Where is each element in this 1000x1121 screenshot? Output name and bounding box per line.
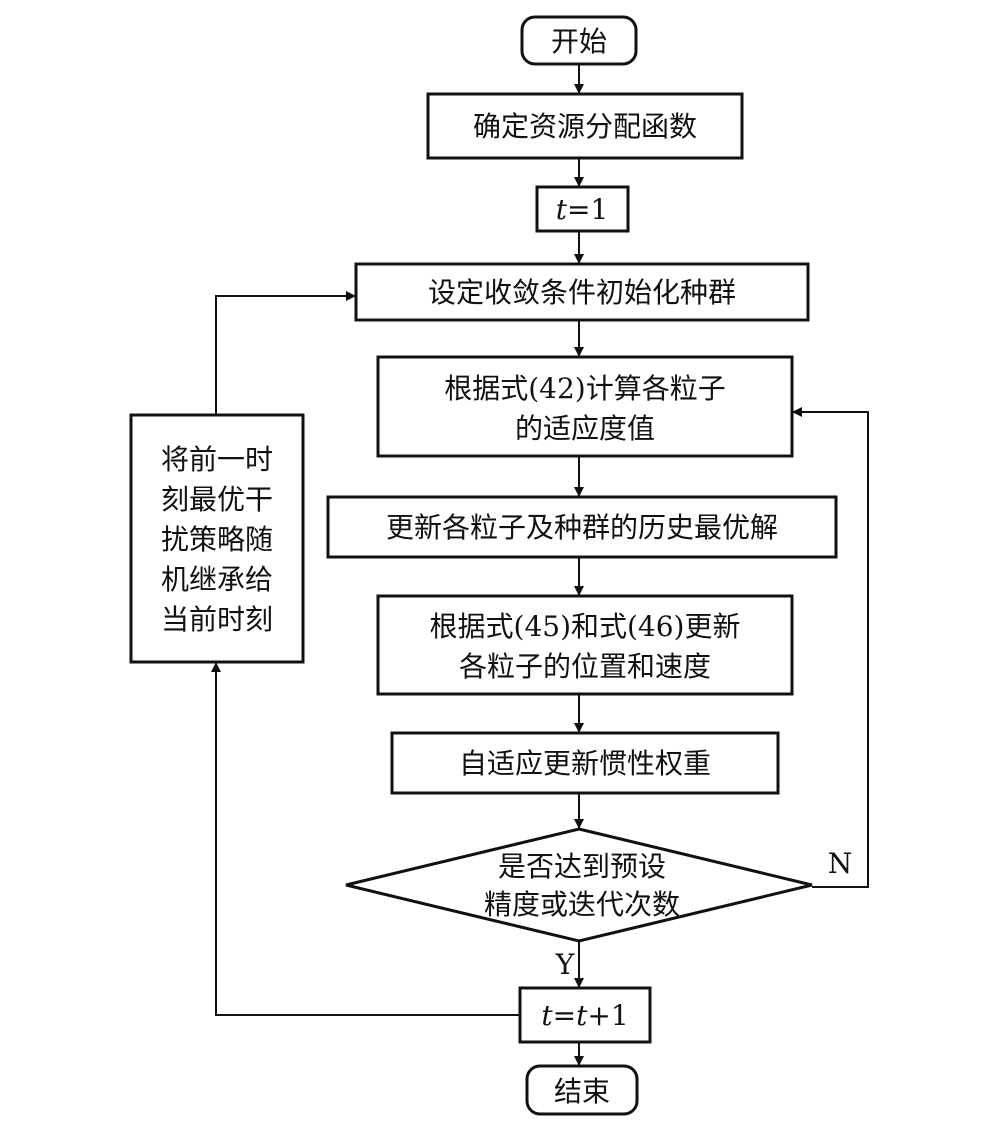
process-update-position-line2: 各粒子的位置和速度 xyxy=(459,650,711,683)
process-fitness-line2: 的适应度值 xyxy=(515,412,655,445)
side-line-1: 将前一时 xyxy=(161,443,273,476)
connectors xyxy=(211,64,869,1066)
side-process: 将前一时 刻最优干 扰策略随 机继承给 当前时刻 xyxy=(129,413,305,664)
arrow-side-to-converge xyxy=(215,291,356,415)
t-inc-eq: = xyxy=(553,999,576,1032)
process-converge-label: 设定收敛条件初始化种群 xyxy=(428,276,736,309)
side-line-3: 扰策略随 xyxy=(161,523,273,556)
arrow-tinc-to-side xyxy=(211,662,520,1016)
process-t-increment: t=t+1 xyxy=(518,986,652,1044)
decision-line2: 精度或迭代次数 xyxy=(484,888,680,921)
process-inertia-label: 自适应更新惯性权重 xyxy=(459,747,711,780)
side-line-4: 机继承给 xyxy=(161,563,273,596)
process-update-best-label: 更新各粒子及种群的历史最优解 xyxy=(386,511,778,544)
start-terminal: 开始 xyxy=(520,15,638,66)
end-label: 结束 xyxy=(554,1075,610,1108)
process-inertia: 自适应更新惯性权重 xyxy=(390,731,780,795)
label-no: N xyxy=(828,847,853,880)
process-resource: 确定资源分配函数 xyxy=(426,92,744,160)
process-update-position: 根据式(45)和式(46)更新 各粒子的位置和速度 xyxy=(376,594,794,696)
t-init-rest: =1 xyxy=(567,193,608,226)
t-init-var: t xyxy=(556,193,568,226)
process-fitness-line1: 根据式(42)计算各粒子 xyxy=(444,372,725,405)
t-inc-var1: t xyxy=(541,999,553,1032)
decision-line1: 是否达到预设 xyxy=(498,850,666,883)
process-fitness: 根据式(42)计算各粒子 的适应度值 xyxy=(376,355,794,458)
end-terminal: 结束 xyxy=(525,1064,639,1116)
process-update-position-line1: 根据式(45)和式(46)更新 xyxy=(430,610,741,643)
process-converge: 设定收敛条件初始化种群 xyxy=(354,262,810,322)
start-label: 开始 xyxy=(551,25,607,58)
decision-diamond: 是否达到预设 精度或迭代次数 xyxy=(345,827,813,943)
arrow-no-loop xyxy=(792,407,869,888)
t-inc-var2: t xyxy=(576,999,588,1032)
side-line-5: 当前时刻 xyxy=(161,603,273,636)
process-t-init-label: t=1 xyxy=(556,193,609,226)
process-resource-label: 确定资源分配函数 xyxy=(473,110,697,143)
side-line-2: 刻最优干 xyxy=(161,483,273,516)
t-inc-rest: +1 xyxy=(587,999,628,1032)
process-update-best: 更新各粒子及种群的历史最优解 xyxy=(326,495,838,559)
process-t-init: t=1 xyxy=(535,185,630,233)
label-yes: Y xyxy=(555,948,575,981)
process-t-increment-label: t=t+1 xyxy=(541,999,628,1032)
